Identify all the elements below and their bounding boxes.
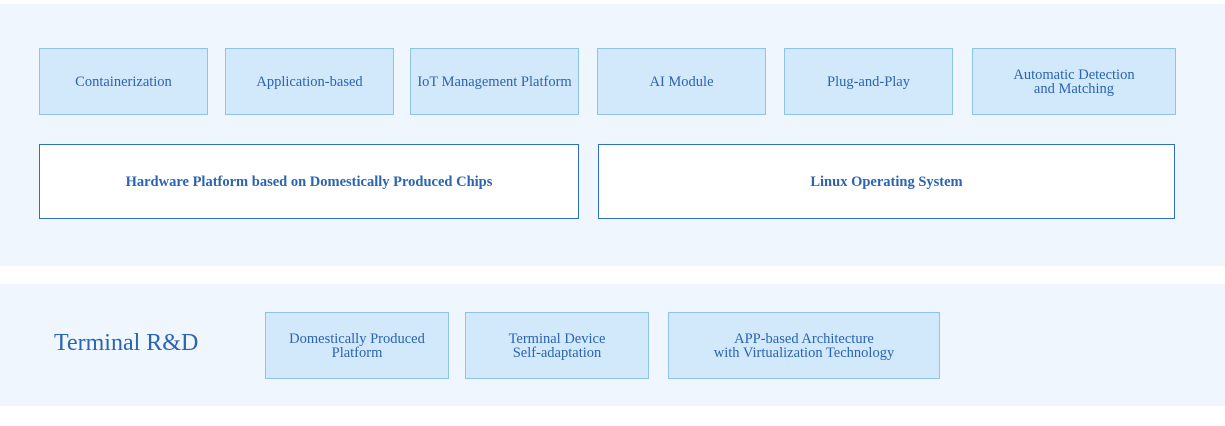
- feature-application-based: Application-based: [225, 48, 394, 115]
- terminal-section-title: Terminal R&D: [54, 330, 199, 356]
- terminal-item-self-adaptation: Terminal Device Self-adaptation: [465, 312, 649, 379]
- terminal-item-domestic-platform: Domestically Produced Platform: [265, 312, 449, 379]
- feature-iot-management-platform: IoT Management Platform: [410, 48, 579, 115]
- layer-hardware-platform: Hardware Platform based on Domestically …: [39, 144, 579, 219]
- terminal-item-app-architecture: APP-based Architecture with Virtualizati…: [668, 312, 940, 379]
- top-panel: [0, 4, 1225, 266]
- feature-containerization: Containerization: [39, 48, 208, 115]
- layer-linux-os: Linux Operating System: [598, 144, 1175, 219]
- feature-ai-module: AI Module: [597, 48, 766, 115]
- feature-plug-and-play: Plug-and-Play: [784, 48, 953, 115]
- feature-automatic-detection: Automatic Detection and Matching: [972, 48, 1176, 115]
